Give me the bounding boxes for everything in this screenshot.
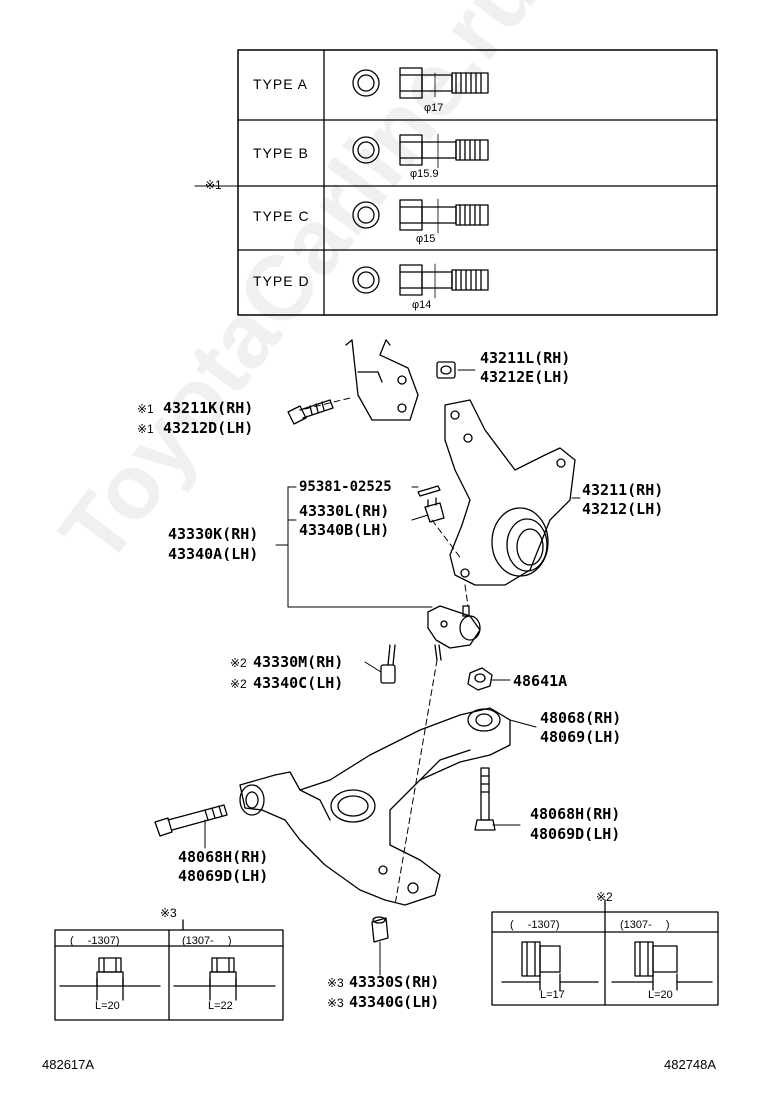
detail-2-right-length: L=20	[648, 989, 673, 1001]
detail-3-right-range: (1307- )	[182, 935, 232, 947]
type-a-label: TYPE A	[253, 76, 309, 92]
detail-2-right-range: (1307- )	[620, 919, 670, 931]
nut-43211L	[436, 361, 476, 379]
ref-mark-3a: ※3	[327, 976, 344, 990]
label-48641A: 48641A	[513, 672, 568, 690]
label-43340C: 43340C(LH)	[253, 674, 344, 692]
bolt-type-table	[194, 49, 718, 316]
label-43340B: 43340B(LH)	[299, 521, 390, 539]
type-b-diameter: φ15.9	[410, 168, 439, 180]
label-43211K: 43211K(RH)	[163, 399, 254, 417]
ref-mark-1a: ※1	[137, 402, 154, 416]
detail-2-left-range: ( -1307)	[510, 919, 560, 931]
detail-3-ref: ※3	[160, 906, 177, 920]
bolt-43330M	[380, 644, 396, 684]
label-43212: 43212(LH)	[582, 500, 664, 518]
illustration-code-right: 482748A	[664, 1057, 717, 1072]
bolt-43211K	[287, 399, 334, 425]
label-43212E: 43212E(LH)	[480, 368, 571, 386]
label-43330S: 43330S(RH)	[349, 973, 440, 991]
detail-3-right-length: L=22	[208, 1000, 233, 1012]
nut-48641A	[467, 667, 493, 691]
illustration-code-left: 482617A	[42, 1057, 95, 1072]
detail-3-left-length: L=20	[95, 1000, 120, 1012]
type-d-diameter: φ14	[412, 299, 432, 311]
detail-3-left-range: ( -1307)	[70, 935, 120, 947]
type-c-label: TYPE C	[253, 208, 310, 224]
nut-43330S	[371, 916, 389, 976]
type-d-label: TYPE D	[253, 273, 310, 289]
label-43330M: 43330M(RH)	[253, 653, 344, 671]
cotter-pin	[411, 485, 441, 497]
label-48069D-left: 48069D(LH)	[178, 867, 269, 885]
detail-2-left-length: L=17	[540, 989, 565, 1001]
ball-joint	[427, 605, 481, 661]
label-48068H-left: 48068H(RH)	[178, 848, 269, 866]
bolt-48068H-left	[154, 804, 228, 849]
leader-lines	[275, 486, 537, 728]
label-48069: 48069(LH)	[540, 728, 622, 746]
castle-nut	[424, 497, 445, 523]
label-43330L: 43330L(RH)	[299, 502, 390, 520]
lower-control-arm	[239, 707, 511, 906]
label-48068: 48068(RH)	[540, 709, 622, 727]
hub-bolt-drawings	[352, 67, 489, 299]
detail-2-ref: ※2	[596, 890, 613, 904]
label-48068H-right: 48068H(RH)	[530, 805, 621, 823]
ref-mark-2b: ※2	[230, 677, 247, 691]
type-c-diameter: φ15	[416, 233, 436, 245]
type-b-label: TYPE B	[253, 145, 309, 161]
type-a-diameter: φ17	[424, 102, 444, 114]
label-43330K: 43330K(RH)	[168, 525, 259, 543]
ref-mark-1b: ※1	[137, 422, 154, 436]
strut-bracket	[345, 339, 419, 421]
label-48069D-right: 48069D(LH)	[530, 825, 621, 843]
label-95381: 95381-02525	[299, 479, 392, 495]
ref-mark-3b: ※3	[327, 996, 344, 1010]
label-43211L: 43211L(RH)	[480, 349, 571, 367]
label-43211: 43211(RH)	[582, 481, 664, 499]
label-43212D: 43212D(LH)	[163, 419, 254, 437]
dashed-guides	[304, 397, 469, 906]
steering-knuckle	[444, 399, 581, 586]
ref-mark-2a: ※2	[230, 656, 247, 670]
label-43340A: 43340A(LH)	[168, 545, 259, 563]
detail-3-box	[54, 919, 284, 1021]
detail-2-box	[491, 899, 719, 1006]
table-ref-mark: ※1	[205, 178, 222, 192]
bolt-48068H-right	[474, 767, 521, 831]
label-43340G: 43340G(LH)	[349, 993, 440, 1011]
